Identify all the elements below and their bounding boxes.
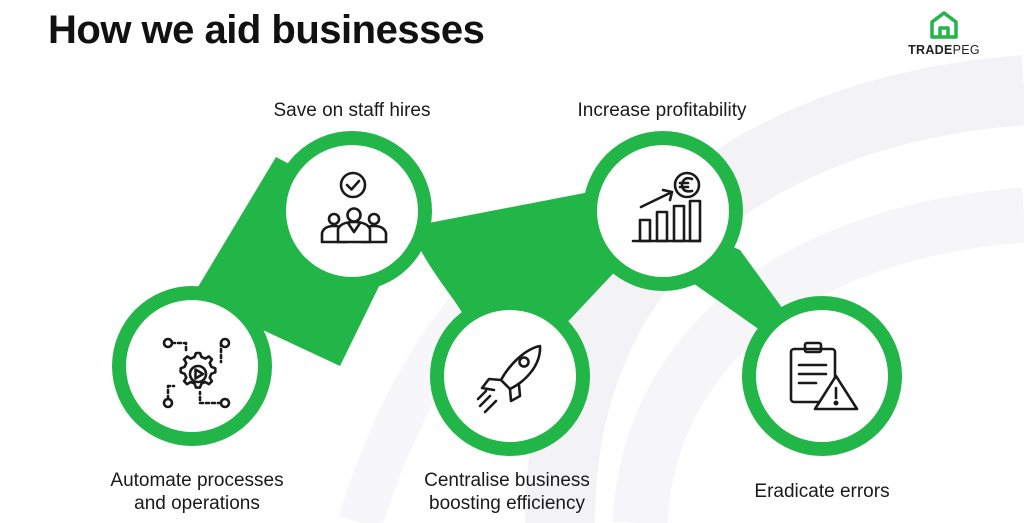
staff-team-icon xyxy=(320,171,388,244)
logo-wordmark: TRADEPEG xyxy=(908,43,980,57)
step-circle-1 xyxy=(112,286,272,446)
page-title: How we aid businesses xyxy=(48,8,485,52)
logo-text-regular: PEG xyxy=(952,43,980,57)
logo-text-bold: TRADE xyxy=(908,43,953,57)
rocket-icon xyxy=(476,344,542,414)
step-label-centralise-business: Centralise business boosting efficiency xyxy=(424,470,590,514)
brand-logo: TRADEPEG xyxy=(902,10,986,60)
step-label-eradicate-errors: Eradicate errors xyxy=(754,481,890,502)
step-circle-5 xyxy=(742,296,902,456)
clipboard-warning-icon xyxy=(789,341,859,411)
house-logo-icon xyxy=(930,11,958,39)
profit-growth-euro-icon xyxy=(631,171,702,243)
step-label-save-on-staff-hires: Save on staff hires xyxy=(273,100,431,121)
automation-gear-icon xyxy=(162,337,231,409)
step-circle-3 xyxy=(430,296,590,456)
step-circle-2 xyxy=(272,131,432,291)
step-label-increase-profitability: Increase profitability xyxy=(577,100,747,121)
step-label-automate-processes: Automate processes and operations xyxy=(110,470,284,514)
